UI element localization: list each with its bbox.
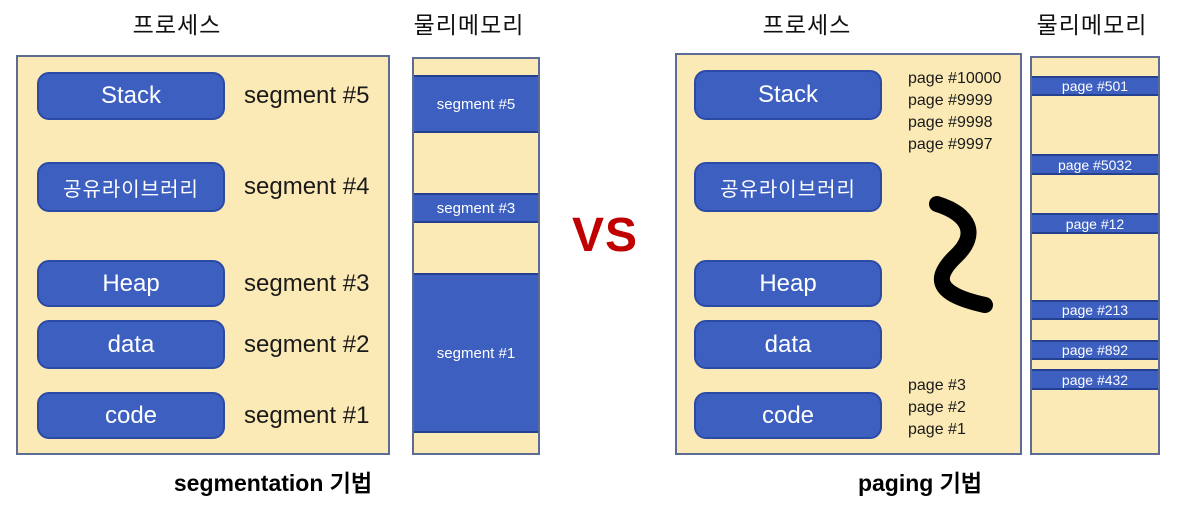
segment-number-label: segment #3 xyxy=(244,269,370,297)
free-memory-strip xyxy=(1032,175,1158,213)
left-caption: segmentation 기법 xyxy=(173,470,373,496)
left-physical-memory-column: segment #5 segment #3 segment #1 xyxy=(412,57,540,455)
free-memory-strip xyxy=(1032,360,1158,369)
segment-block-stack: Stack xyxy=(37,72,225,120)
right-physical-memory-column: page #501 page #5032 page #12 page #213 … xyxy=(1030,56,1160,455)
free-memory-strip xyxy=(1032,234,1158,300)
free-memory-strip xyxy=(1032,320,1158,340)
page-number-label: page #2 xyxy=(908,399,966,416)
memory-strip-page-432: page #432 xyxy=(1032,369,1158,390)
memory-strip-segment-3: segment #3 xyxy=(414,193,538,223)
page-block-code: code xyxy=(694,392,882,439)
page-block-shared-library: 공유라이브러리 xyxy=(694,162,882,212)
segment-block-heap: Heap xyxy=(37,260,225,307)
segment-number-label: segment #5 xyxy=(244,82,370,109)
left-process-box: Stack 공유라이브러리 Heap data code segment #5 … xyxy=(16,55,390,455)
free-memory-strip xyxy=(1032,58,1158,76)
memory-strip-segment-1: segment #1 xyxy=(414,273,538,433)
segment-block-shared-library: 공유라이브러리 xyxy=(37,162,225,212)
stack-page-numbers: page #10000 page #9999 page #9998 page #… xyxy=(908,68,1001,156)
page-number-label: page #10000 xyxy=(908,70,1002,87)
page-number-label: page #3 xyxy=(908,377,966,394)
memory-strip-segment-5: segment #5 xyxy=(414,75,538,133)
left-process-title: 프로세스 xyxy=(132,12,222,38)
page-number-label: page #9997 xyxy=(908,136,993,153)
free-memory-strip xyxy=(1032,390,1158,453)
memory-strip-page-213: page #213 xyxy=(1032,300,1158,320)
free-memory-strip xyxy=(1032,96,1158,154)
page-number-label: page #1 xyxy=(908,421,966,438)
segment-number-label: segment #2 xyxy=(244,330,370,358)
right-caption: paging 기법 xyxy=(857,470,983,496)
page-block-heap: Heap xyxy=(694,260,882,307)
page-block-stack: Stack xyxy=(694,70,882,120)
right-process-title: 프로세스 xyxy=(762,12,852,38)
left-memory-title: 물리메모리 xyxy=(413,12,525,38)
memory-strip-page-501: page #501 xyxy=(1032,76,1158,96)
code-page-numbers: page #3 page #2 page #1 xyxy=(908,375,966,441)
vs-label: VS xyxy=(571,209,639,262)
segment-number-label: segment #1 xyxy=(244,401,370,429)
free-memory-strip xyxy=(414,223,538,273)
memory-strip-page-892: page #892 xyxy=(1032,340,1158,360)
right-process-box: Stack 공유라이브러리 Heap data code page #10000… xyxy=(675,53,1022,455)
continuation-squiggle-icon xyxy=(929,196,993,313)
right-memory-title: 물리메모리 xyxy=(1036,12,1148,38)
page-number-label: page #9999 xyxy=(908,92,993,109)
segment-number-label: segment #4 xyxy=(244,173,370,200)
segment-block-data: data xyxy=(37,320,225,369)
free-memory-strip xyxy=(414,59,538,75)
memory-strip-page-5032: page #5032 xyxy=(1032,154,1158,175)
page-number-label: page #9998 xyxy=(908,114,993,131)
segment-block-code: code xyxy=(37,392,225,439)
free-memory-strip xyxy=(414,133,538,193)
memory-strip-page-12: page #12 xyxy=(1032,213,1158,234)
page-block-data: data xyxy=(694,320,882,369)
free-memory-strip xyxy=(414,433,538,453)
